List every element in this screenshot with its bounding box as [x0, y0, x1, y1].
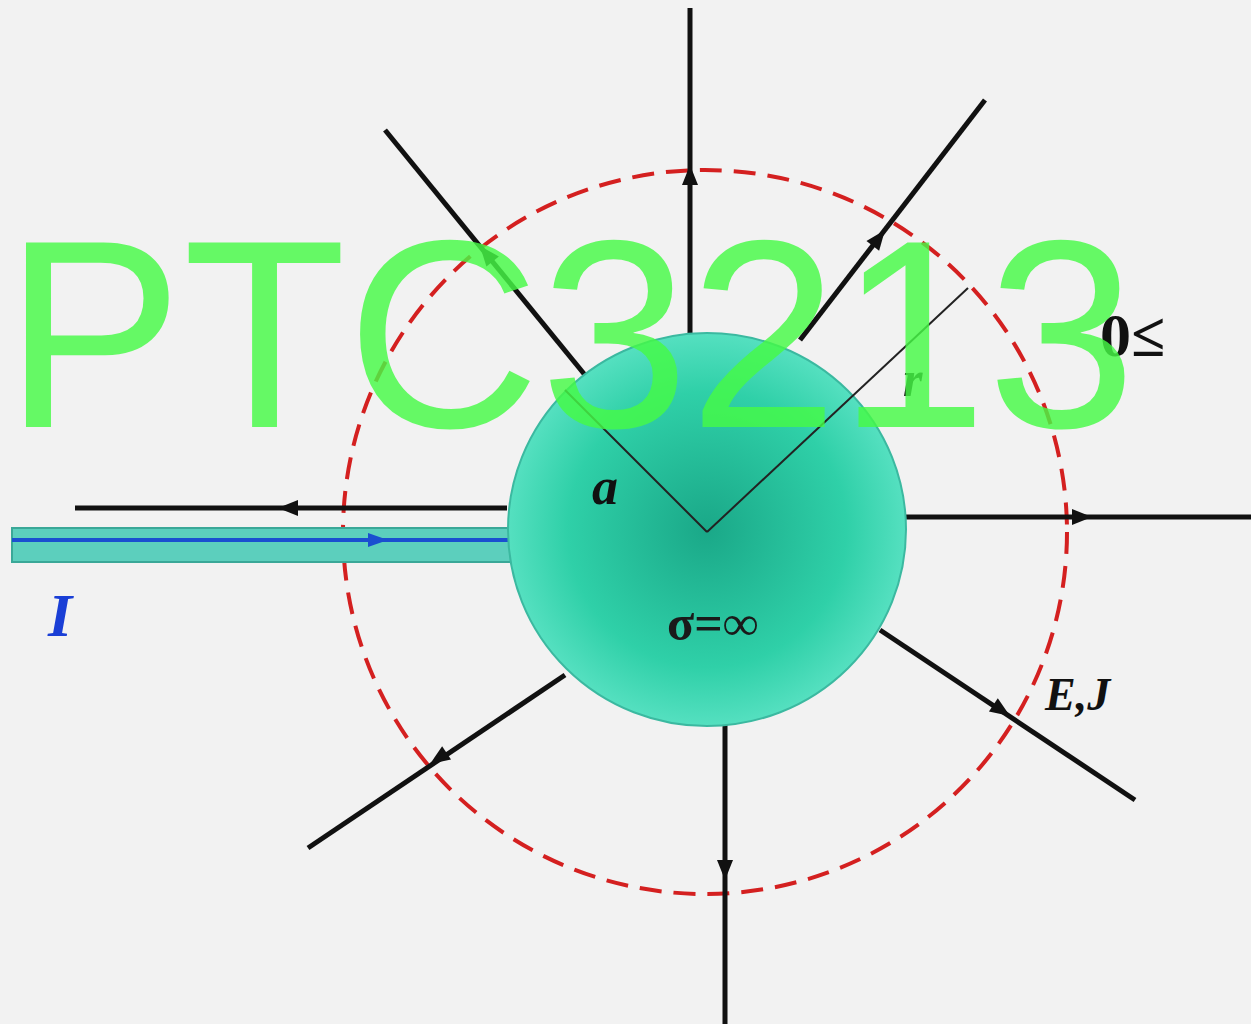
- field-lines: [75, 8, 1251, 1024]
- watermark: PTC3213: [4, 180, 1136, 489]
- wire: [12, 528, 512, 562]
- current-line: [12, 538, 510, 542]
- conductivity-label: σ=∞: [667, 594, 758, 652]
- current-label: I: [48, 580, 72, 651]
- current-arrow: [368, 533, 388, 547]
- field-label: E,J: [1045, 668, 1110, 721]
